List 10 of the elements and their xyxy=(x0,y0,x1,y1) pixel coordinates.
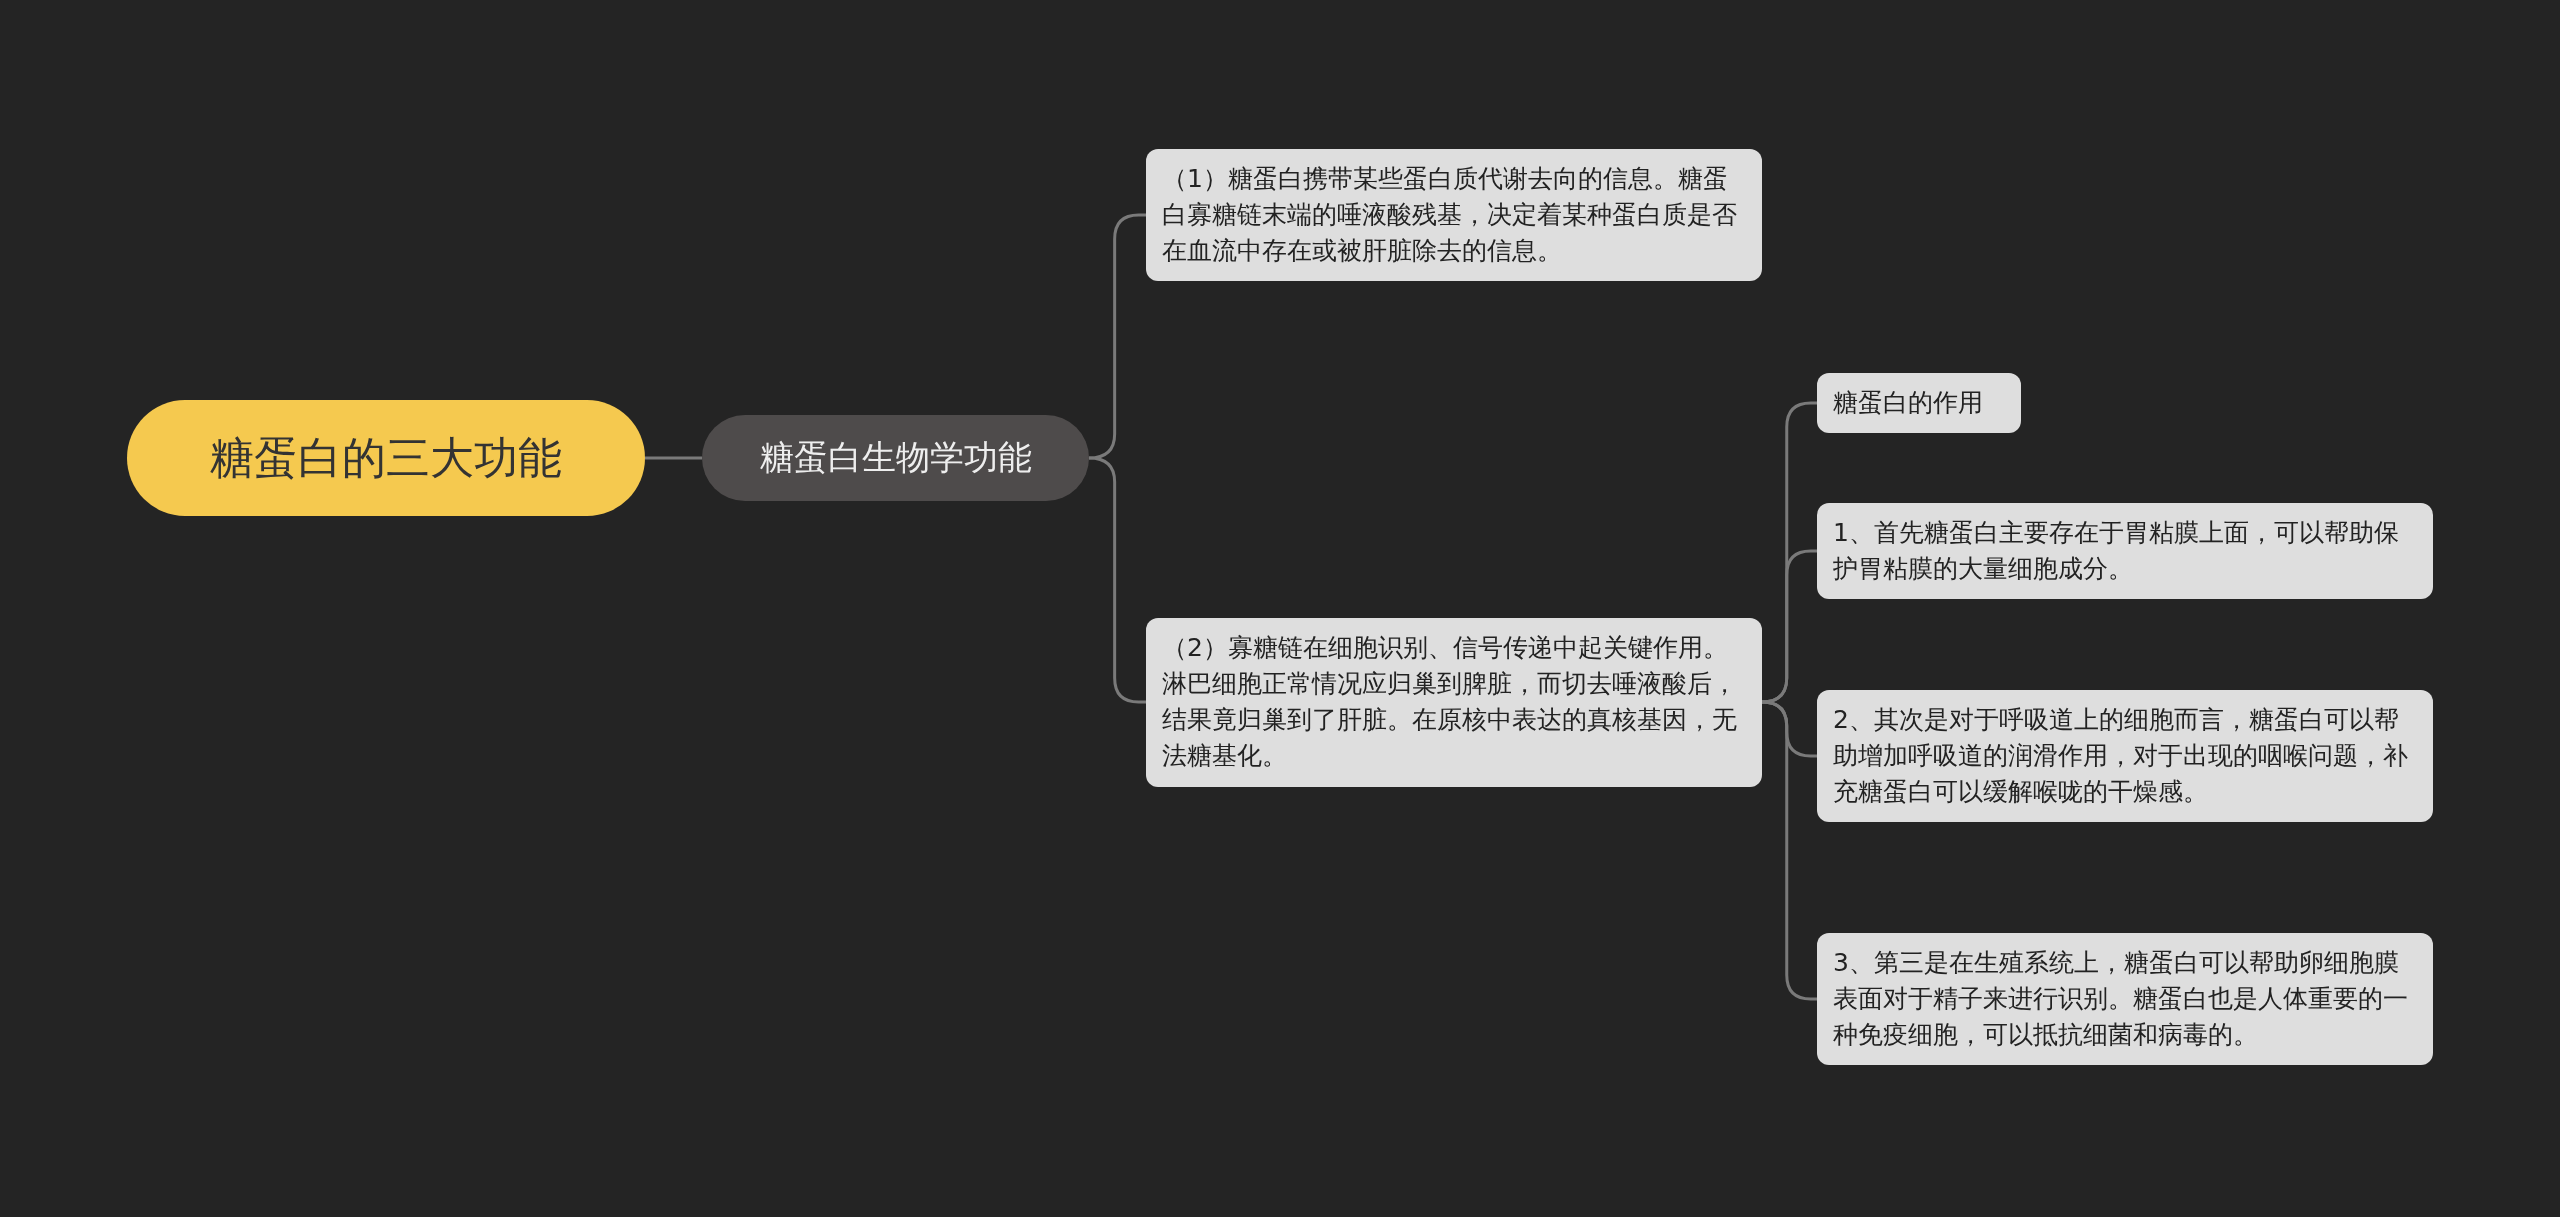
topic-box: 糖蛋白生物学功能 xyxy=(702,415,1089,501)
root-topic: 糖蛋白的三大功能 xyxy=(127,400,645,516)
connector-line xyxy=(1761,549,1817,704)
note-box: （1）糖蛋白携带某些蛋白质代谢去向的信息。糖蛋白寡糖链末端的唾液酸残基，决定着某种蛋白质是否在血流中存在或被肝脏除去的信息。 xyxy=(1146,148,1762,282)
note-box: 3、第三是在生殖系统上，糖蛋白可以帮助卵细胞膜表面对于精子来进行识别。糖蛋白也是人体重要的一种免疫细胞，可以抵抗细菌和病毒的。 xyxy=(1817,932,2433,1066)
note-box: 2、其次是对于呼吸道上的细胞而言，糖蛋白可以帮助增加呼吸道的润滑作用，对于出现的咽喉问题，补充糖蛋白可以缓解喉咙的干燥感。 xyxy=(1817,689,2433,823)
note-box: 1、首先糖蛋白主要存在于胃粘膜上面，可以帮助保护胃粘膜的大量细胞成分。 xyxy=(1817,502,2433,600)
note-box: （2）寡糖链在细胞识别、信号传递中起关键作用。淋巴细胞正常情况应归巢到脾脏，而切去唾液酸后，结果竟归巢到了肝脏。在原核中表达的真核基因，无法糖基化。 xyxy=(1146,617,1762,787)
connector-line xyxy=(645,456,702,460)
note-box: 糖蛋白的作用 xyxy=(1817,372,2021,434)
